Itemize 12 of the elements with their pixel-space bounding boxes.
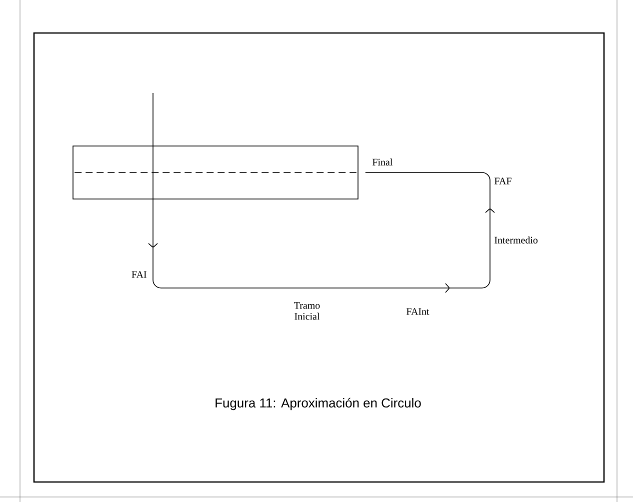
path-line bbox=[365, 172, 490, 208]
edge-label: Intermedio bbox=[494, 236, 538, 244]
caption: Fugura 11: Aproximación en Circulo bbox=[216, 398, 421, 410]
edge-label: Final bbox=[372, 158, 392, 166]
point-label: FAF bbox=[494, 178, 512, 184]
point-label: FAI bbox=[132, 271, 146, 278]
path-line bbox=[450, 208, 495, 288]
runway-box bbox=[72, 146, 358, 200]
path-line bbox=[152, 248, 450, 293]
point-label: FAInt bbox=[406, 308, 430, 315]
path-line bbox=[148, 92, 158, 248]
edge-label: Tramo Inicial bbox=[294, 302, 320, 320]
